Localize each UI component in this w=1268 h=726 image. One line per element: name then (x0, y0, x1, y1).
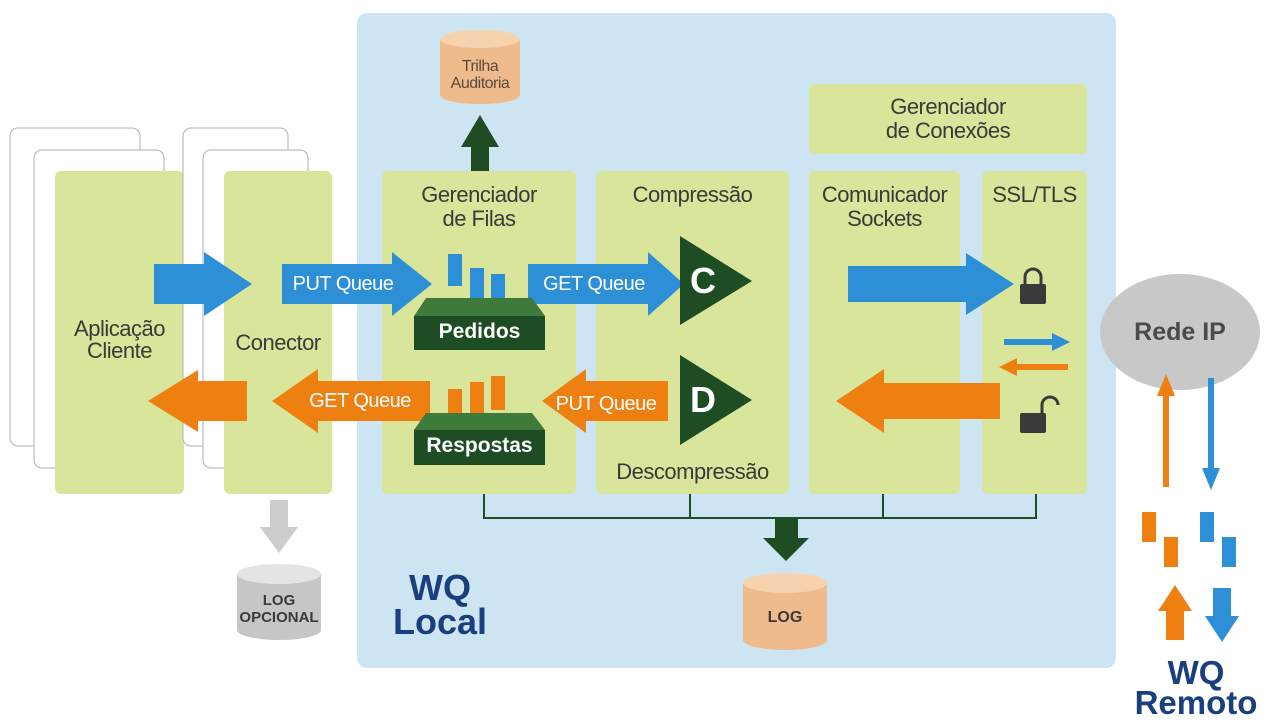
client-app-box (55, 171, 184, 494)
compression-box (596, 171, 789, 494)
remote-down-arrow (1205, 588, 1239, 642)
ssl-out-small-arrow (1004, 333, 1070, 351)
audit-trail-cylinder (440, 30, 520, 104)
log-bus (483, 494, 1037, 519)
ssl-box (982, 171, 1087, 494)
requests-tray (414, 254, 545, 350)
log-label: LOG (767, 609, 803, 626)
remote-up-arrow (1158, 585, 1192, 640)
network-down-arrow (1202, 378, 1220, 490)
get-queue-comp-label: GET Queue (543, 273, 645, 295)
queue-manager-title: Gerenciador de Filas (421, 182, 537, 231)
wq-remote-label: WQ Remoto (1134, 654, 1258, 721)
sockets-to-ssl-arrow (848, 253, 1014, 315)
network-up-arrow (1157, 374, 1175, 487)
optional-log-arrow (260, 500, 298, 553)
sockets-title: Comunicador Sockets (821, 182, 948, 231)
audit-arrow (461, 115, 499, 171)
audit-trail-label: Trilha Auditoria (450, 58, 510, 92)
compression-title: Compressão (632, 182, 753, 207)
remote-blocks (1142, 512, 1236, 567)
ssl-title: SSL/TLS (992, 182, 1077, 207)
optional-log-cylinder (237, 564, 321, 640)
put-queue-comp-arrow (542, 369, 668, 433)
client-app-label: Aplicação Cliente (74, 316, 165, 363)
ssl-in-small-arrow (999, 358, 1068, 376)
ip-network-label: Rede IP (1134, 318, 1226, 346)
connection-manager-title: Gerenciador de Conexões (885, 94, 1011, 143)
client-app-stack (9, 127, 184, 494)
put-queue-comp-label: PUT Queue (555, 393, 657, 415)
wq-local-label: WQ Local (392, 567, 488, 642)
log-arrow (763, 518, 809, 561)
lock-closed-icon (1020, 267, 1046, 304)
lock-open-icon (1020, 395, 1060, 433)
connector-to-client-arrow (148, 370, 247, 432)
get-queue-out-arrow (272, 369, 430, 433)
ip-network-ellipse (1100, 274, 1260, 390)
connection-manager-box (809, 84, 1087, 154)
responses-tray (414, 376, 545, 465)
decompression-triangle (680, 355, 752, 445)
ssl-to-sockets-arrow (836, 369, 1000, 433)
decompression-title: Descompressão (616, 459, 769, 484)
log-cylinder (743, 573, 827, 650)
get-queue-out-label: GET Queue (309, 390, 411, 412)
get-queue-comp-arrow (528, 252, 684, 316)
connector-label: Conector (235, 330, 321, 355)
optional-log-label: LOG OPCIONAL (239, 592, 319, 626)
put-queue-in-label: PUT Queue (292, 273, 394, 295)
compression-c-label: C (690, 260, 716, 301)
client-to-connector-arrow (154, 252, 252, 316)
decompression-d-label: D (690, 379, 716, 420)
compression-triangle (680, 236, 752, 325)
put-queue-in-arrow (282, 252, 432, 316)
requests-label: Pedidos (438, 320, 521, 343)
responses-label: Respostas (426, 434, 533, 457)
